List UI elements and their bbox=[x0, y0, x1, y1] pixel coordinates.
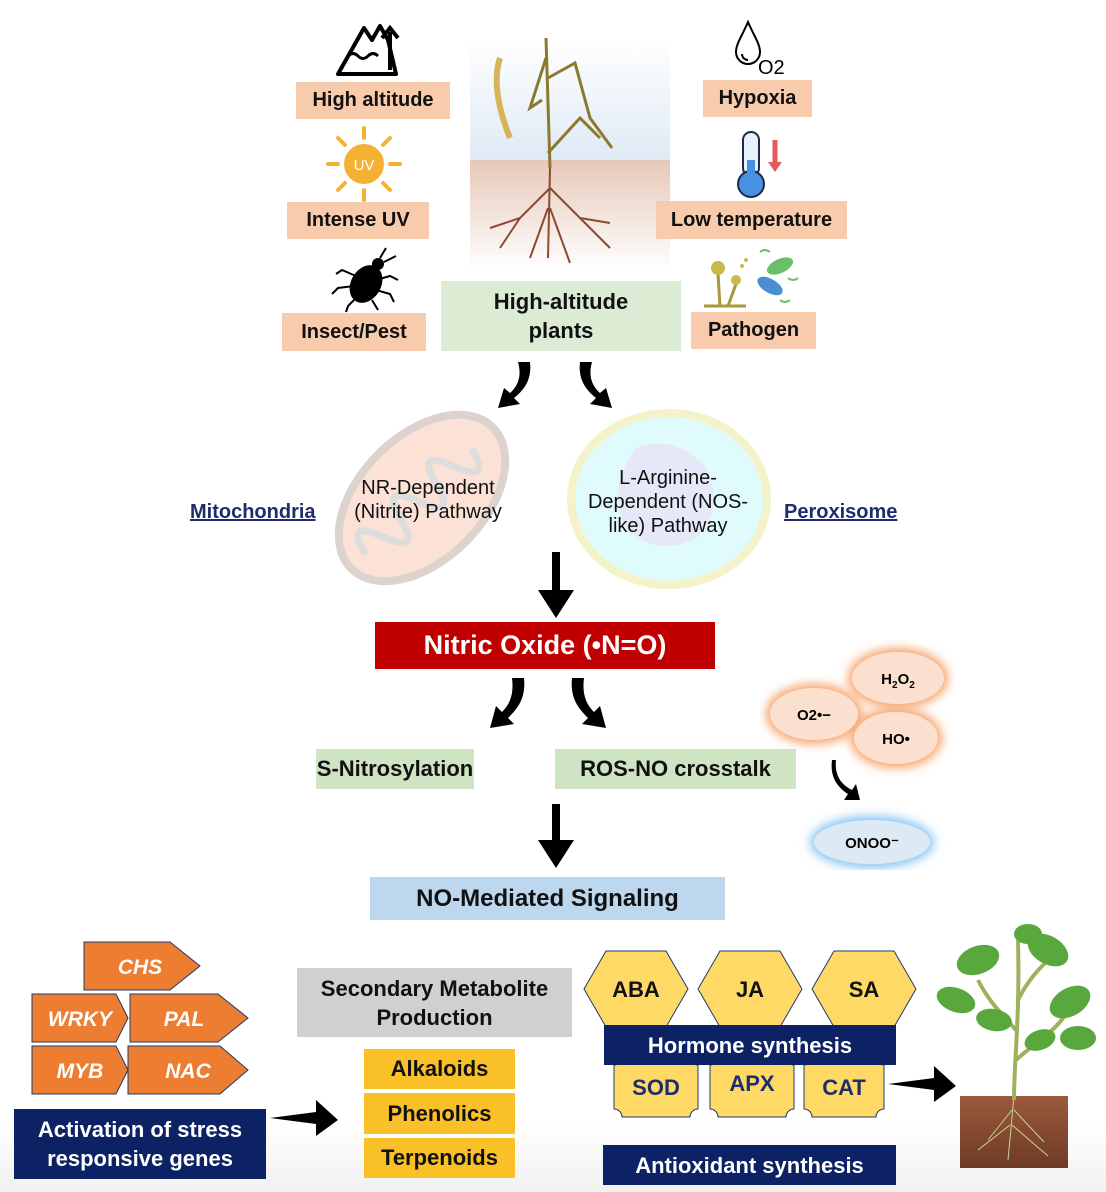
antioxidant-synthesis-box: Antioxidant synthesis bbox=[603, 1145, 896, 1185]
metabolite-label: Terpenoids bbox=[381, 1145, 498, 1170]
uv-sun-icon: UV bbox=[326, 126, 402, 202]
superoxide-bubble bbox=[770, 688, 858, 740]
ros-no-label: ROS-NO crosstalk bbox=[580, 756, 771, 781]
h2o2-bubble bbox=[852, 652, 944, 704]
arrow-down-icon bbox=[538, 552, 574, 618]
ros-cluster: H2O2 O2•− HO• ONOO⁻ bbox=[766, 648, 948, 868]
metabolite-terpenoids: Terpenoids bbox=[364, 1138, 515, 1178]
nr-pathway-label: NR-Dependent (Nitrite) Pathway bbox=[330, 476, 526, 524]
gene-tag-pal bbox=[129, 993, 249, 1043]
gene-caption-line1: Activation of stress bbox=[37, 1117, 243, 1142]
gene-myb-label: MYB bbox=[57, 1060, 104, 1083]
gene-pal-label: PAL bbox=[164, 1008, 204, 1031]
arginine-pathway-label: L-Arginine- Dependent (NOS- like) Pathwa… bbox=[570, 466, 766, 538]
nitric-oxide-label: Nitric Oxide (•N=O) bbox=[423, 630, 667, 660]
oxygen-drop-icon: O2 bbox=[734, 19, 785, 78]
high-altitude-plants-box: High-altitude plants bbox=[441, 281, 681, 351]
arrow-right-curve-icon bbox=[571, 678, 606, 728]
hydroxyl-label: HO• bbox=[882, 731, 910, 748]
stressor-label: Pathogen bbox=[707, 319, 800, 341]
antioxidant-sod-label: SOD bbox=[632, 1075, 680, 1100]
nr-line2: (Nitrite) Pathway bbox=[354, 501, 502, 523]
wheat-plant-icon bbox=[470, 37, 670, 270]
peroxynitrite-bubble bbox=[814, 820, 930, 864]
hormone-ja-label: JA bbox=[736, 977, 764, 1002]
gene-tag-myb bbox=[31, 1045, 129, 1095]
peroxynitrite-label: ONOO⁻ bbox=[845, 835, 899, 852]
h2o2-label: H2O2 bbox=[881, 671, 915, 691]
stressor-label: Low temperature bbox=[670, 208, 833, 231]
nr-line1: NR-Dependent bbox=[361, 477, 495, 499]
mitochondria-icon bbox=[334, 410, 510, 586]
stressor-insect-pest: Insect/Pest bbox=[282, 313, 426, 351]
arrow-left-curve-icon bbox=[490, 678, 525, 728]
arginine-line1: L-Arginine- bbox=[619, 467, 717, 489]
s-nitrosylation-box: S-Nitrosylation bbox=[316, 749, 474, 789]
gene-activation-box: Activation of stress responsive genes bbox=[14, 1109, 266, 1179]
peroxisome-icon bbox=[567, 409, 771, 589]
arrow-right-icon bbox=[888, 1066, 956, 1102]
stressor-label: Hypoxia bbox=[718, 87, 797, 109]
stressor-pathogen: Pathogen bbox=[691, 312, 816, 349]
gene-tag-chs bbox=[83, 941, 201, 991]
pathogen-icon bbox=[704, 249, 799, 308]
hormone-sa-label: SA bbox=[849, 977, 880, 1002]
stressor-intense-uv: Intense UV bbox=[287, 202, 429, 239]
hormone-synthesis-box: Hormone synthesis bbox=[604, 1025, 896, 1065]
hormone-aba-label: ABA bbox=[612, 977, 660, 1002]
gene-wrky-label: WRKY bbox=[48, 1008, 114, 1031]
hormone-antioxidant-group: ABA JA SA SOD APX CAT bbox=[583, 950, 917, 1118]
secondary-metabolite-box: Secondary Metabolite Production bbox=[297, 968, 572, 1037]
thermometer-icon bbox=[737, 131, 782, 198]
gene-nac-label: NAC bbox=[165, 1060, 211, 1083]
metabolite-title-line1: Secondary Metabolite bbox=[320, 975, 549, 1001]
stressor-hypoxia: Hypoxia bbox=[703, 80, 812, 117]
gene-chs-label: CHS bbox=[118, 956, 162, 979]
arginine-line3: like) Pathway bbox=[608, 515, 728, 537]
peroxisome-link[interactable]: Peroxisome bbox=[784, 501, 898, 523]
metabolite-alkaloids: Alkaloids bbox=[364, 1049, 515, 1089]
metabolite-phenolics: Phenolics bbox=[364, 1093, 515, 1134]
arrow-right-curve-icon bbox=[579, 362, 612, 408]
stressor-label: High altitude bbox=[312, 89, 434, 111]
mitochondria-link[interactable]: Mitochondria bbox=[190, 501, 316, 523]
plants-label-line2: plants bbox=[528, 318, 594, 343]
stressor-label: Intense UV bbox=[306, 209, 410, 231]
arrow-down-icon bbox=[538, 804, 574, 868]
mountain-icon bbox=[336, 24, 400, 76]
o2-label: O2 bbox=[758, 57, 785, 78]
arrow-right-icon bbox=[270, 1100, 338, 1136]
stressor-high-altitude: High altitude bbox=[296, 82, 450, 119]
gene-arrows: CHS WRKY PAL MYB NAC bbox=[31, 941, 249, 1095]
plants-label-line1: High-altitude bbox=[493, 289, 629, 314]
gene-caption-line2: responsive genes bbox=[47, 1146, 233, 1171]
antioxidant-cat-label: CAT bbox=[822, 1075, 866, 1100]
arrow-curve-icon bbox=[831, 760, 860, 800]
arrow-left-curve-icon bbox=[498, 362, 531, 408]
antioxidant-caption: Antioxidant synthesis bbox=[635, 1152, 864, 1178]
nitric-oxide-box: Nitric Oxide (•N=O) bbox=[375, 622, 715, 669]
superoxide-label: O2•− bbox=[797, 707, 831, 724]
arginine-line2: Dependent (NOS- bbox=[587, 491, 749, 513]
insect-icon bbox=[331, 247, 399, 313]
stressor-label: Insect/Pest bbox=[301, 320, 407, 343]
healthy-plant-icon bbox=[936, 924, 1096, 1168]
metabolite-title-line2: Production bbox=[376, 1004, 493, 1030]
no-signaling-box: NO-Mediated Signaling bbox=[370, 877, 725, 920]
gene-tag-wrky bbox=[31, 993, 129, 1043]
no-signaling-label: NO-Mediated Signaling bbox=[416, 884, 679, 912]
hydroxyl-bubble bbox=[854, 712, 938, 764]
gene-tag-nac bbox=[127, 1045, 249, 1095]
mechanism-split-arrows bbox=[490, 678, 606, 728]
metabolite-label: Phenolics bbox=[387, 1100, 492, 1126]
hormone-caption: Hormone synthesis bbox=[647, 1032, 853, 1058]
uv-label: UV bbox=[354, 157, 375, 174]
antioxidant-apx-label: APX bbox=[729, 1071, 775, 1096]
ros-no-crosstalk-box: ROS-NO crosstalk bbox=[555, 749, 796, 789]
s-nitrosylation-label: S-Nitrosylation bbox=[316, 756, 474, 781]
metabolite-label: Alkaloids bbox=[390, 1056, 489, 1081]
stressor-low-temperature: Low temperature bbox=[656, 201, 847, 239]
split-arrows bbox=[498, 362, 612, 408]
